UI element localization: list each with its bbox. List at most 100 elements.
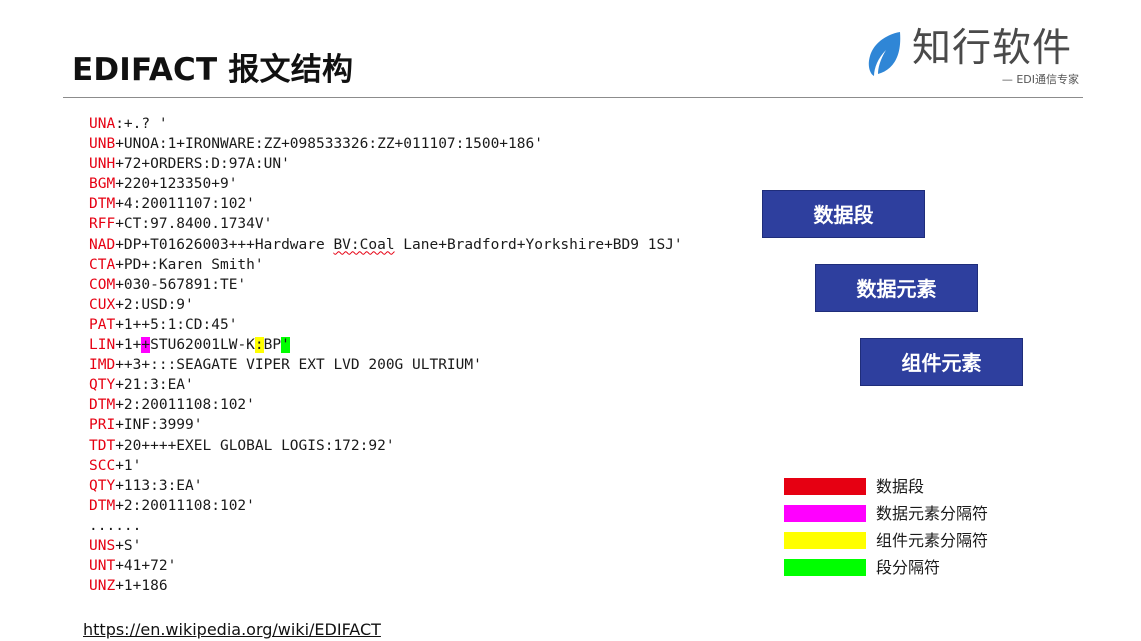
slide-title: EDIFACT 报文结构: [72, 52, 354, 88]
segment-data: +4:20011107:102': [115, 196, 255, 213]
legend-label: 组件元素分隔符: [876, 531, 989, 550]
edi-line: QTY+113:3:EA': [89, 476, 749, 496]
logo-tagline: — EDI通信专家: [1001, 73, 1079, 86]
segment-tag: UNB: [89, 136, 116, 153]
segment-data: +S': [115, 537, 142, 554]
segment-tag: TDT: [89, 437, 116, 454]
edi-line: PAT+1++5:1:CD:45': [89, 315, 749, 335]
segment-data: +41+72': [115, 558, 177, 575]
segment-tag: PRI: [89, 417, 116, 434]
edi-line: UNB+UNOA:1+IRONWARE:ZZ+098533326:ZZ+0111…: [89, 134, 749, 154]
component-element-box: 组件元素: [860, 338, 1023, 386]
segment-tag: NAD: [89, 236, 116, 253]
segment-data: +1+186: [115, 578, 168, 595]
segment-data: +1++5:1:CD:45': [115, 316, 238, 333]
edi-line: CTA+PD+:Karen Smith': [89, 255, 749, 275]
legend-swatch: [784, 559, 866, 576]
segment-data: +UNOA:1+IRONWARE:ZZ+098533326:ZZ+011107:…: [115, 136, 543, 153]
edi-line: UNA:+.? ': [89, 114, 749, 134]
segment-tag: COM: [89, 276, 116, 293]
segment-data: +1+: [115, 337, 142, 354]
segment-data: ++3+:::SEAGATE VIPER EXT LVD 200G ULTRIU…: [115, 357, 482, 374]
company-logo: 知行软件 — EDI通信专家: [866, 26, 1081, 86]
segment-tag: PAT: [89, 316, 116, 333]
spellcheck-underlined-text: BV:Coal: [333, 236, 395, 253]
segment-data: +72+ORDERS:D:97A:UN': [115, 156, 290, 173]
segment-tag: DTM: [89, 497, 116, 514]
segment-data: +PD+:Karen Smith': [115, 256, 264, 273]
legend-label: 数据段: [876, 477, 925, 496]
legend-swatch: [784, 532, 866, 549]
legend-item: 数据段: [784, 475, 1044, 502]
segment-tag: UNT: [89, 558, 116, 575]
segment-tag: LIN: [89, 337, 116, 354]
color-legend: 数据段 数据元素分隔符 组件元素分隔符 段分隔符: [784, 475, 1044, 583]
segment-tag: IMD: [89, 357, 116, 374]
segment-data: +2:20011108:102': [115, 497, 255, 514]
component-separator-highlight: :: [254, 337, 264, 354]
segment-tag: DTM: [89, 397, 116, 414]
segment-data: +2:USD:9': [115, 296, 194, 313]
segment-terminator-highlight: ': [281, 337, 290, 354]
segment-data: +113:3:EA': [115, 477, 203, 494]
segment-tag: QTY: [89, 377, 116, 394]
segment-tag: BGM: [89, 176, 116, 193]
segment-data: +220+123350+9': [115, 176, 238, 193]
edi-line: DTM+4:20011107:102': [89, 194, 749, 214]
segment-data: +21:3:EA': [115, 377, 194, 394]
edi-line: QTY+21:3:EA': [89, 375, 749, 395]
legend-item: 数据元素分隔符: [784, 502, 1044, 529]
edi-line: TDT+20++++EXEL GLOBAL LOGIS:172:92': [89, 436, 749, 456]
edi-line: UNH+72+ORDERS:D:97A:UN': [89, 154, 749, 174]
edi-line: COM+030-567891:TE': [89, 275, 749, 295]
edi-line: SCC+1': [89, 456, 749, 476]
edi-line: DTM+2:20011108:102': [89, 395, 749, 415]
data-element-box: 数据元素: [815, 264, 978, 312]
legend-item: 段分隔符: [784, 556, 1044, 583]
source-link[interactable]: https://en.wikipedia.org/wiki/EDIFACT: [83, 620, 381, 639]
legend-swatch: [784, 478, 866, 495]
segment-tag: CTA: [89, 256, 116, 273]
edi-line: RFF+CT:97.8400.1734V': [89, 214, 749, 234]
segment-tag: UNS: [89, 537, 116, 554]
segment-data: +2:20011108:102': [115, 397, 255, 414]
segment-data: +INF:3999': [115, 417, 203, 434]
segment-tag: CUX: [89, 296, 116, 313]
title-divider: [63, 97, 1083, 98]
data-element-separator-highlight: +: [141, 337, 151, 354]
segment-data: STU62001LW-K: [150, 337, 255, 354]
edi-line: UNZ+1+186: [89, 576, 749, 596]
edi-line: BGM+220+123350+9': [89, 174, 749, 194]
segment-tag: RFF: [89, 216, 116, 233]
edi-line-lin: LIN+1++STU62001LW-K:BP': [89, 335, 749, 355]
edifact-message: UNA:+.? ' UNB+UNOA:1+IRONWARE:ZZ+0985333…: [89, 114, 749, 596]
edi-line-ellipsis: ......: [89, 516, 749, 536]
edi-line: UNS+S': [89, 536, 749, 556]
segment-tag: UNZ: [89, 578, 116, 595]
edi-line: DTM+2:20011108:102': [89, 496, 749, 516]
segment-data: ......: [89, 517, 142, 534]
edi-line: CUX+2:USD:9': [89, 295, 749, 315]
edi-line: UNT+41+72': [89, 556, 749, 576]
segment-data: Lane+Bradford+Yorkshire+BD9 1SJ': [394, 236, 683, 253]
segment-tag: DTM: [89, 196, 116, 213]
edi-line: PRI+INF:3999': [89, 415, 749, 435]
edi-line-nad: NAD+DP+T01626003+++Hardware BV:Coal Lane…: [89, 235, 749, 255]
segment-data: +CT:97.8400.1734V': [115, 216, 273, 233]
data-segment-box: 数据段: [762, 190, 925, 238]
segment-tag: UNA: [89, 116, 116, 132]
segment-tag: QTY: [89, 477, 116, 494]
legend-label: 数据元素分隔符: [876, 504, 989, 523]
segment-data: +DP+T01626003+++Hardware: [115, 236, 334, 253]
segment-data: +20++++EXEL GLOBAL LOGIS:172:92': [115, 437, 395, 454]
legend-swatch: [784, 505, 866, 522]
segment-data: :+.? ': [115, 116, 168, 132]
segment-data: BP: [263, 337, 282, 354]
logo-name: 知行软件: [912, 26, 1073, 71]
leaf-icon: [868, 32, 901, 76]
edi-line: IMD++3+:::SEAGATE VIPER EXT LVD 200G ULT…: [89, 355, 749, 375]
legend-item: 组件元素分隔符: [784, 529, 1044, 556]
segment-data: +030-567891:TE': [115, 276, 247, 293]
legend-label: 段分隔符: [876, 558, 941, 577]
segment-tag: UNH: [89, 156, 116, 173]
